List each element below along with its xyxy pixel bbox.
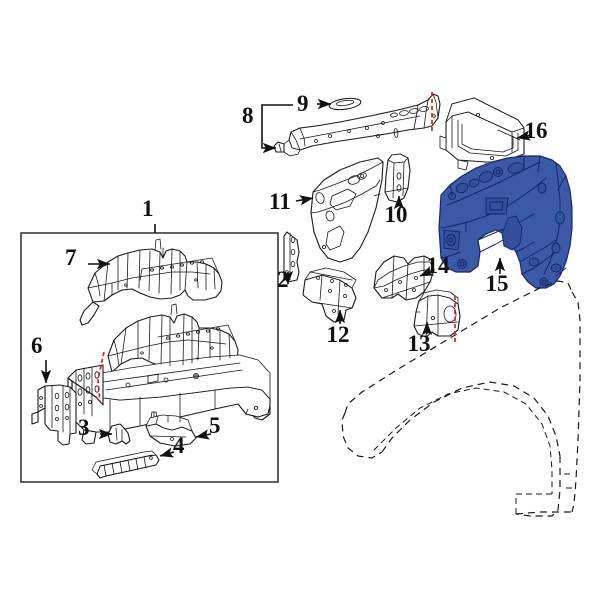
callout-13: 13 — [407, 330, 431, 356]
callout-10: 10 — [384, 201, 408, 227]
part-9-oval-plug — [328, 97, 362, 111]
callout-5: 5 — [209, 412, 221, 438]
part-11-cowl-panel — [310, 157, 384, 263]
part-7-apron-upper — [79, 238, 223, 326]
callout-16: 16 — [524, 117, 548, 143]
section-cut-markers — [97, 92, 456, 403]
callout-4: 4 — [173, 432, 185, 458]
part-13-box-bracket — [413, 289, 461, 338]
callout-2: 2 — [277, 266, 289, 292]
part-1-main-assembly — [67, 303, 271, 445]
callout-11: 11 — [269, 188, 291, 214]
callout-8: 8 — [242, 102, 254, 128]
callout-1: 1 — [142, 195, 154, 221]
part-10-upper-bracket — [384, 153, 411, 203]
part-5-plate — [145, 414, 197, 447]
callout-15: 15 — [485, 270, 509, 296]
group-box-item-1 — [20, 232, 279, 483]
fender-ghost-outline — [341, 280, 581, 517]
callout-3: 3 — [78, 414, 90, 440]
callout-7: 7 — [65, 244, 77, 270]
part-12-frame-rail-extension — [302, 267, 357, 323]
part-4-strip — [91, 450, 160, 479]
leader-lines — [40, 98, 533, 458]
part-14-lower-reinforcement — [373, 255, 435, 301]
part-3-tab — [107, 423, 131, 445]
callout-14: 14 — [426, 252, 450, 278]
part-8-upper-rail — [273, 93, 441, 157]
part-6-bracket — [31, 384, 77, 446]
callout-9: 9 — [297, 90, 309, 116]
callout-12: 12 — [326, 321, 350, 347]
callout-6: 6 — [31, 332, 43, 358]
part-15-wheelhouse-inner-panel[interactable] — [438, 155, 573, 289]
